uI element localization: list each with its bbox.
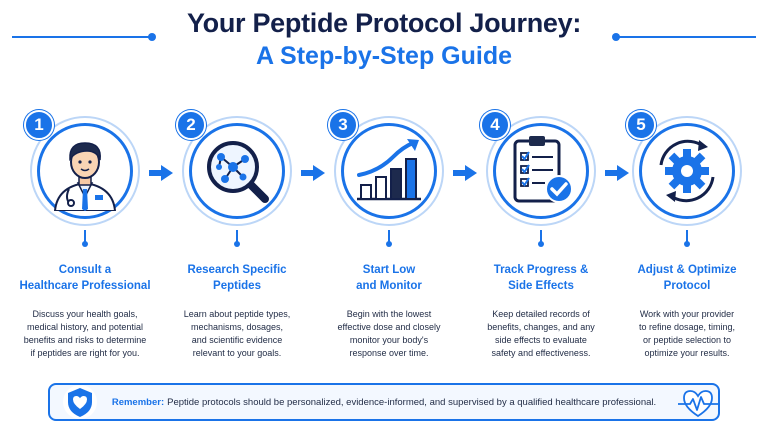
- step-desc-line: effective dose and closely: [337, 322, 441, 332]
- arrow-right-icon: [453, 165, 477, 181]
- reminder-body: Peptide protocols should be personalized…: [167, 396, 657, 408]
- step-number-badge: 3: [328, 110, 358, 140]
- arrow-right-icon: [149, 165, 173, 181]
- step-title: Adjust & Optimize Protocol: [612, 262, 762, 294]
- step-icon-circle: [189, 123, 285, 219]
- arrow-right-icon: [605, 165, 629, 181]
- step-desc-line: optimize your results.: [644, 348, 730, 358]
- step-icon-circle: [341, 123, 437, 219]
- step-title-line: Start Low: [362, 264, 416, 276]
- step-title-line: Side Effects: [508, 280, 574, 292]
- page-title: Your Peptide Protocol Journey:: [186, 8, 582, 38]
- clipboard-checklist-icon: [513, 136, 573, 203]
- header: Your Peptide Protocol Journey: A Step-by…: [0, 6, 768, 72]
- doctor-icon: [53, 142, 117, 211]
- step-desc-line: safety and effectiveness.: [491, 348, 591, 358]
- step-desc-line: to refine dosage, timing,: [638, 322, 736, 332]
- step-desc-line: monitor your body's: [349, 335, 429, 345]
- step-ring: [182, 116, 292, 226]
- step-number-badge: 1: [24, 110, 54, 140]
- step-connector: [82, 230, 88, 247]
- step-desc-line: benefits, changes, and any: [487, 322, 595, 332]
- step-desc-line: mechanisms, dosages,: [190, 322, 284, 332]
- step-desc-line: benefits and risks to determine: [23, 335, 147, 345]
- step-title-line: and Monitor: [356, 280, 422, 292]
- step-title: Research Specific Peptides: [162, 262, 312, 294]
- step-desc-line: medical history, and potential: [27, 322, 143, 332]
- step-description: Learn about peptide types, mechanisms, d…: [162, 308, 312, 360]
- step-desc-line: Begin with the lowest: [346, 309, 432, 319]
- step-desc-line: Keep detailed records of: [492, 309, 590, 319]
- arrow-right-icon: [301, 165, 325, 181]
- reminder-text: Remember:Peptide protocols should be per…: [112, 397, 656, 408]
- step-number-badge: 5: [626, 110, 656, 140]
- page-subtitle: A Step-by-Step Guide: [255, 42, 513, 70]
- title-decoration-right: [612, 33, 756, 41]
- step-desc-line: Work with your provider: [639, 309, 735, 319]
- step-title-line: Track Progress &: [493, 264, 589, 276]
- step-title-line: Research Specific: [187, 264, 287, 276]
- step-number-badge: 2: [176, 110, 206, 140]
- step-ring: [632, 116, 742, 226]
- step-desc-line: if peptides are right for you.: [30, 348, 140, 358]
- reminder-label: Remember:: [111, 396, 165, 408]
- step-title-line: Peptides: [213, 280, 261, 292]
- step-description: Discuss your health goals, medical histo…: [10, 308, 160, 360]
- step-icon-circle: [493, 123, 589, 219]
- step-ring: [30, 116, 140, 226]
- step-ring: [486, 116, 596, 226]
- step-desc-line: or peptide selection to: [642, 335, 732, 345]
- step-connector: [386, 230, 392, 247]
- step-connector: [684, 230, 690, 247]
- step-connector: [538, 230, 544, 247]
- step-description: Work with your provider to refine dosage…: [612, 308, 762, 360]
- step-title: Track Progress & Side Effects: [466, 262, 616, 294]
- step-number-badge: 4: [480, 110, 510, 140]
- growth-chart-icon: [357, 139, 421, 201]
- step-title-line: Adjust & Optimize: [637, 264, 737, 276]
- step-description: Keep detailed records of benefits, chang…: [466, 308, 616, 360]
- step-title-line: Consult a: [58, 264, 112, 276]
- gear-cycle-icon: [659, 139, 715, 203]
- step-title: Consult a Healthcare Professional: [10, 262, 160, 294]
- step-desc-line: response over time.: [349, 348, 429, 358]
- step-title-line: Protocol: [663, 280, 711, 292]
- step-title-line: Healthcare Professional: [19, 280, 151, 292]
- step-desc-line: Discuss your health goals,: [32, 309, 138, 319]
- magnifier-molecule-icon: [207, 141, 269, 203]
- step-desc-line: relevant to your goals.: [192, 348, 282, 358]
- step-description: Begin with the lowest effective dose and…: [314, 308, 464, 360]
- step-title: Start Low and Monitor: [314, 262, 464, 294]
- step-desc-line: Learn about peptide types,: [183, 309, 291, 319]
- step-desc-line: and scientific evidence: [191, 335, 283, 345]
- step-desc-line: side effects to evaluate: [495, 335, 587, 345]
- shield-heart-icon: [63, 385, 97, 419]
- reminder-banner: Remember:Peptide protocols should be per…: [48, 383, 720, 421]
- heart-pulse-icon: [678, 390, 718, 418]
- step-icon-circle: [37, 123, 133, 219]
- title-decoration-left: [12, 33, 156, 41]
- step-connector: [234, 230, 240, 247]
- step-icon-circle: [639, 123, 735, 219]
- step-ring: [334, 116, 444, 226]
